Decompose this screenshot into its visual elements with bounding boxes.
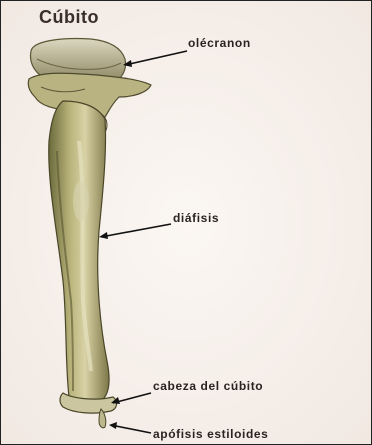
label-cabeza-del-cubito: cabeza del cúbito xyxy=(153,379,263,393)
label-apofisis-estiloides: apófisis estiloides xyxy=(153,427,268,441)
figure-title: Cúbito xyxy=(39,7,99,28)
label-olecranon: olécranon xyxy=(188,36,251,50)
label-diafisis: diáfisis xyxy=(173,211,219,225)
shaft-bump xyxy=(73,181,89,221)
